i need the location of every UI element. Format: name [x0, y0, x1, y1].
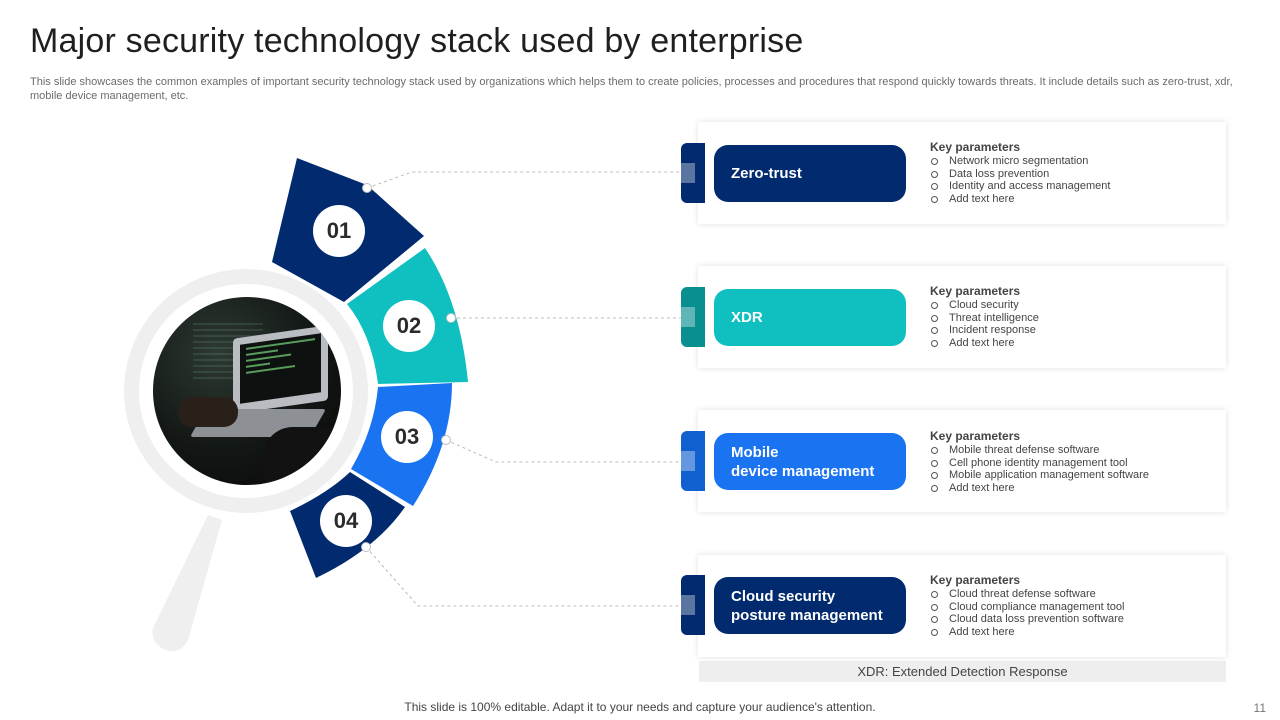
param-item: Cloud threat defense software: [930, 588, 1210, 601]
param-item: Network micro segmentation: [930, 155, 1210, 168]
params-xdr: Key parameters Cloud security Threat int…: [930, 284, 1210, 350]
param-item: Cloud compliance management tool: [930, 601, 1210, 614]
connector-dot: [362, 183, 372, 193]
params-mobile-device-management: Key parameters Mobile threat defense sof…: [930, 429, 1210, 495]
params-heading: Key parameters: [930, 140, 1021, 154]
card-tab: [681, 287, 705, 347]
card-tab: [681, 431, 705, 491]
segment-number-03: 03: [381, 411, 433, 463]
page-number: 11: [1253, 701, 1266, 715]
params-zero-trust: Key parameters Network micro segmentatio…: [930, 140, 1210, 206]
connector-dot: [441, 435, 451, 445]
params-heading: Key parameters: [930, 284, 1021, 298]
param-item: Add text here: [930, 337, 1210, 350]
param-item: Identity and access management: [930, 180, 1210, 193]
params-cloud-security-posture: Key parameters Cloud threat defense soft…: [930, 573, 1210, 639]
card-tab: [681, 143, 705, 203]
param-item: Incident response: [930, 324, 1210, 337]
param-item: Cell phone identity management tool: [930, 457, 1210, 470]
params-heading: Key parameters: [930, 573, 1021, 587]
connector-line: [366, 171, 681, 189]
abbreviation-note: XDR: Extended Detection Response: [699, 661, 1226, 682]
label-cloud-security-posture: Cloud security posture management: [714, 577, 906, 634]
param-item: Threat intelligence: [930, 312, 1210, 325]
card-tab: [681, 575, 705, 635]
param-item: Mobile application management software: [930, 469, 1210, 482]
param-item: Add text here: [930, 626, 1210, 639]
param-item: Cloud data loss prevention software: [930, 613, 1210, 626]
label-zero-trust: Zero-trust: [714, 145, 906, 202]
label-mobile-device-management: Mobile device management: [714, 433, 906, 490]
param-item: Cloud security: [930, 299, 1210, 312]
param-item: Data loss prevention: [930, 168, 1210, 181]
connector-line: [365, 546, 681, 607]
page-subtitle: This slide showcases the common examples…: [30, 76, 1233, 102]
page-title: Major security technology stack used by …: [30, 22, 804, 60]
label-xdr: XDR: [714, 289, 906, 346]
connector-dot: [361, 542, 371, 552]
magnifier-handle-icon: [152, 515, 222, 652]
segment-number-04: 04: [320, 495, 372, 547]
param-item: Add text here: [930, 193, 1210, 206]
params-heading: Key parameters: [930, 429, 1021, 443]
footer-text: This slide is 100% editable. Adapt it to…: [404, 700, 876, 714]
segment-number-01: 01: [313, 205, 365, 257]
param-item: Add text here: [930, 482, 1210, 495]
segment-number-02: 02: [383, 300, 435, 352]
laptop-hacker-photo: [153, 297, 341, 485]
param-item: Mobile threat defense software: [930, 444, 1210, 457]
connector-line: [445, 439, 681, 463]
connector-dot: [446, 313, 456, 323]
